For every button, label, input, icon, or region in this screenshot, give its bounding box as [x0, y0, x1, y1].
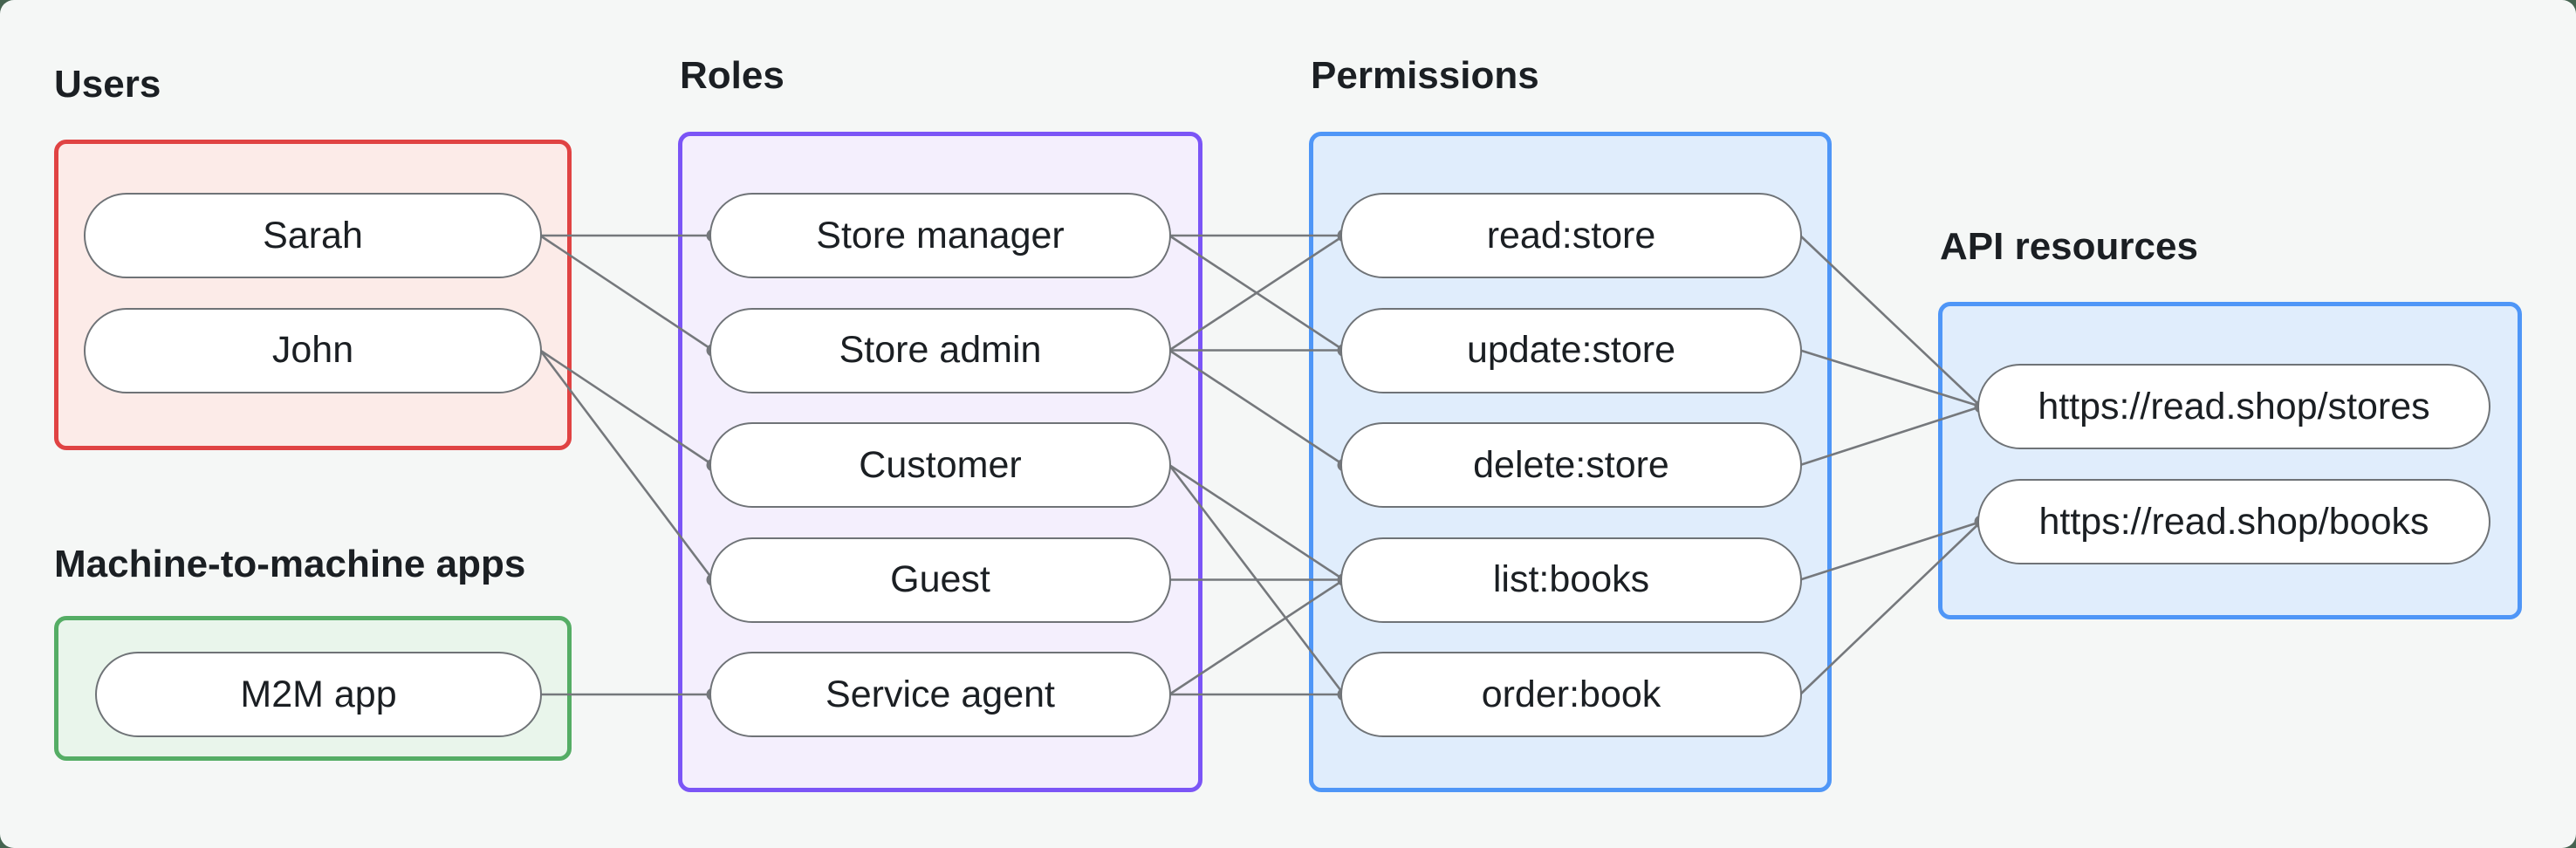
node-m2m-app: M2M app — [95, 652, 542, 737]
node-service-agent: Service agent — [709, 652, 1171, 737]
node-customer: Customer — [709, 422, 1171, 508]
node-order-book-label: order:book — [1481, 673, 1661, 715]
node-store-manager-label: Store manager — [816, 214, 1065, 256]
node-guest-label: Guest — [890, 558, 990, 600]
node-update-store: update:store — [1340, 307, 1802, 393]
node-john: John — [84, 307, 542, 393]
node-list-books: list:books — [1340, 537, 1802, 623]
node-delete-store: delete:store — [1340, 422, 1802, 508]
node-read-store: read:store — [1340, 193, 1802, 278]
edge-store-admin-to-delete-store — [1168, 349, 1345, 467]
m2m-group-label: Machine-to-machine apps — [54, 543, 526, 585]
node-store-admin: Store admin — [709, 307, 1171, 393]
edge-update-store-to-stores — [1799, 349, 1982, 408]
edge-customer-to-list-books — [1168, 463, 1345, 581]
permissions-group-label: Permissions — [1311, 54, 1539, 97]
edge-sarah-to-store-admin — [539, 234, 714, 352]
node-guest: Guest — [709, 537, 1171, 623]
node-update-store-label: update:store — [1466, 329, 1676, 371]
node-read-store-label: read:store — [1486, 214, 1656, 256]
roles-group-label: Roles — [680, 54, 784, 97]
users-group-box — [54, 140, 572, 450]
node-list-books-label: list:books — [1492, 558, 1650, 600]
edge-order-book-to-books — [1799, 521, 1982, 695]
edge-service-agent-to-list-books — [1168, 578, 1345, 696]
node-api-books: https://read.shop/books — [1977, 479, 2490, 564]
edge-read-store-to-stores — [1799, 235, 1982, 407]
node-john-label: John — [271, 329, 354, 371]
edge-list-books-to-books — [1799, 520, 1982, 581]
node-sarah: Sarah — [84, 193, 542, 278]
node-store-admin-label: Store admin — [839, 329, 1042, 371]
node-api-stores-label: https://read.shop/stores — [2038, 385, 2430, 427]
node-m2m-app-label: M2M app — [240, 673, 397, 715]
edge-store-admin-to-read-store — [1168, 234, 1345, 352]
node-api-stores: https://read.shop/stores — [1977, 364, 2490, 449]
node-order-book: order:book — [1340, 652, 1802, 737]
node-api-books-label: https://read.shop/books — [2038, 500, 2429, 543]
node-store-manager: Store manager — [709, 193, 1171, 278]
edge-delete-store-to-stores — [1799, 405, 1982, 467]
api-resources-group-label: API resources — [1940, 225, 2198, 268]
edge-john-to-customer — [539, 349, 714, 467]
api-resources-group-box — [1938, 302, 2522, 619]
node-delete-store-label: delete:store — [1473, 443, 1669, 486]
users-group-label: Users — [54, 63, 161, 106]
node-sarah-label: Sarah — [263, 214, 363, 256]
node-customer-label: Customer — [859, 443, 1022, 486]
node-service-agent-label: Service agent — [826, 673, 1055, 715]
edge-john-to-guest — [538, 349, 715, 581]
